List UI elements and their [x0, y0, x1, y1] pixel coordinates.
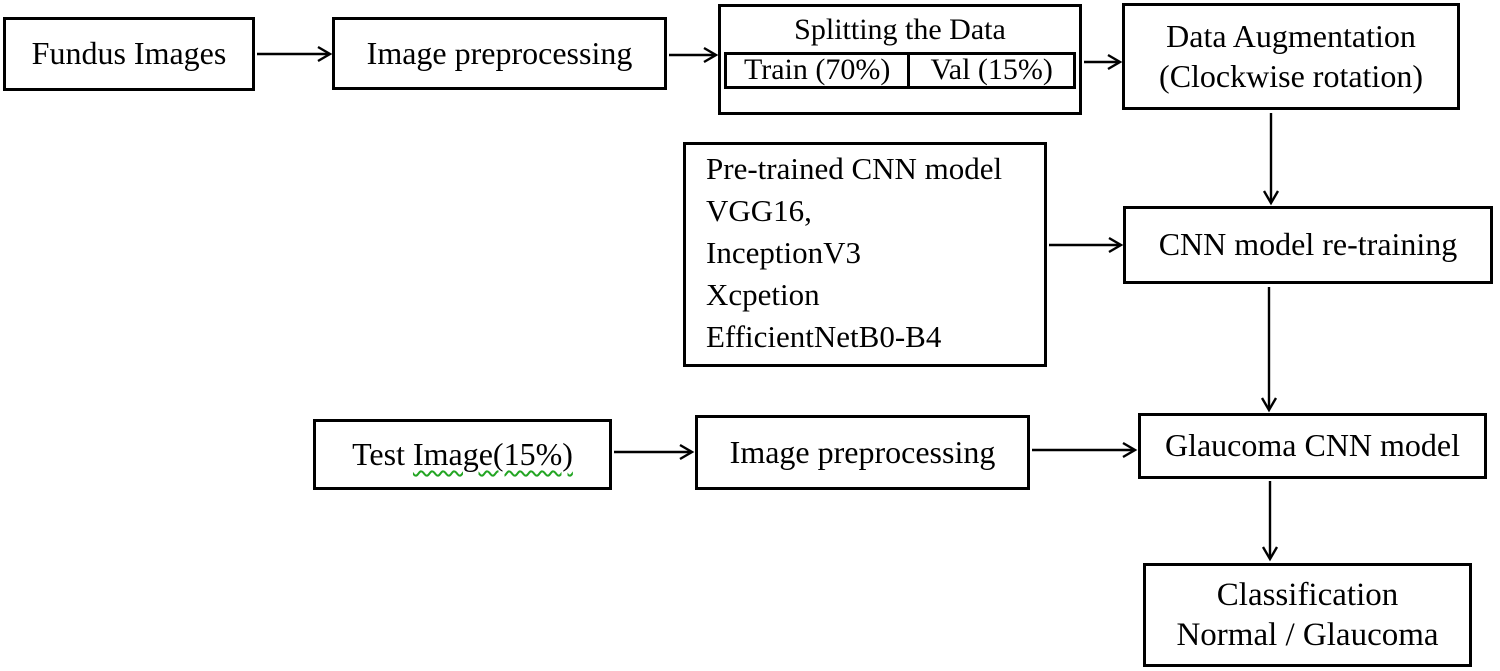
pretrained-line-xception: Xcpetion	[706, 277, 820, 312]
node-glaucoma-cnn-model: Glaucoma CNN model	[1138, 413, 1487, 479]
test-image-label: Test Image(15%)	[352, 435, 573, 474]
node-classification: Classification Normal / Glaucoma	[1143, 563, 1472, 667]
node-fundus-images: Fundus Images	[3, 17, 255, 91]
test-image-prefix: Test	[352, 435, 413, 472]
data-augmentation-line2: (Clockwise rotation)	[1159, 57, 1423, 94]
image-preprocessing-bottom-label: Image preprocessing	[729, 433, 996, 470]
node-image-preprocessing-bottom: Image preprocessing	[695, 415, 1030, 490]
image-preprocessing-top-label: Image preprocessing	[366, 34, 633, 71]
node-image-preprocessing-top: Image preprocessing	[332, 17, 667, 90]
val-cell: Val (15%)	[930, 53, 1053, 87]
node-splitting-the-data: Splitting the Data Train (70%) Val (15%)	[718, 4, 1082, 115]
node-cnn-model-retraining: CNN model re-training	[1123, 206, 1493, 284]
cnn-model-retraining-label: CNN model re-training	[1158, 226, 1458, 263]
node-pretrained-cnn-models: Pre-trained CNN model VGG16, InceptionV3…	[683, 142, 1047, 367]
classification-line1: Classification	[1216, 577, 1399, 613]
data-augmentation-line1: Data Augmentation	[1166, 18, 1416, 55]
train-cell: Train (70%)	[727, 53, 911, 86]
node-data-augmentation: Data Augmentation (Clockwise rotation)	[1122, 3, 1460, 110]
node-test-image: Test Image(15%)	[313, 419, 612, 490]
splitting-table: Train (70%) Val (15%)	[724, 52, 1076, 89]
fundus-images-label: Fundus Images	[31, 35, 227, 72]
pretrained-line-vgg16: VGG16,	[706, 193, 812, 228]
pretrained-line-title: Pre-trained CNN model	[706, 151, 1003, 186]
classification-line2: Normal / Glaucoma	[1176, 617, 1439, 653]
pretrained-line-efficientnet: EfficientNetB0-B4	[706, 319, 942, 354]
glaucoma-cnn-model-label: Glaucoma CNN model	[1164, 427, 1461, 464]
splitting-title: Splitting the Data	[794, 13, 1006, 46]
pretrained-line-inceptionv3: InceptionV3	[706, 235, 861, 270]
test-image-squiggle-text: Image(15%)	[412, 435, 573, 472]
